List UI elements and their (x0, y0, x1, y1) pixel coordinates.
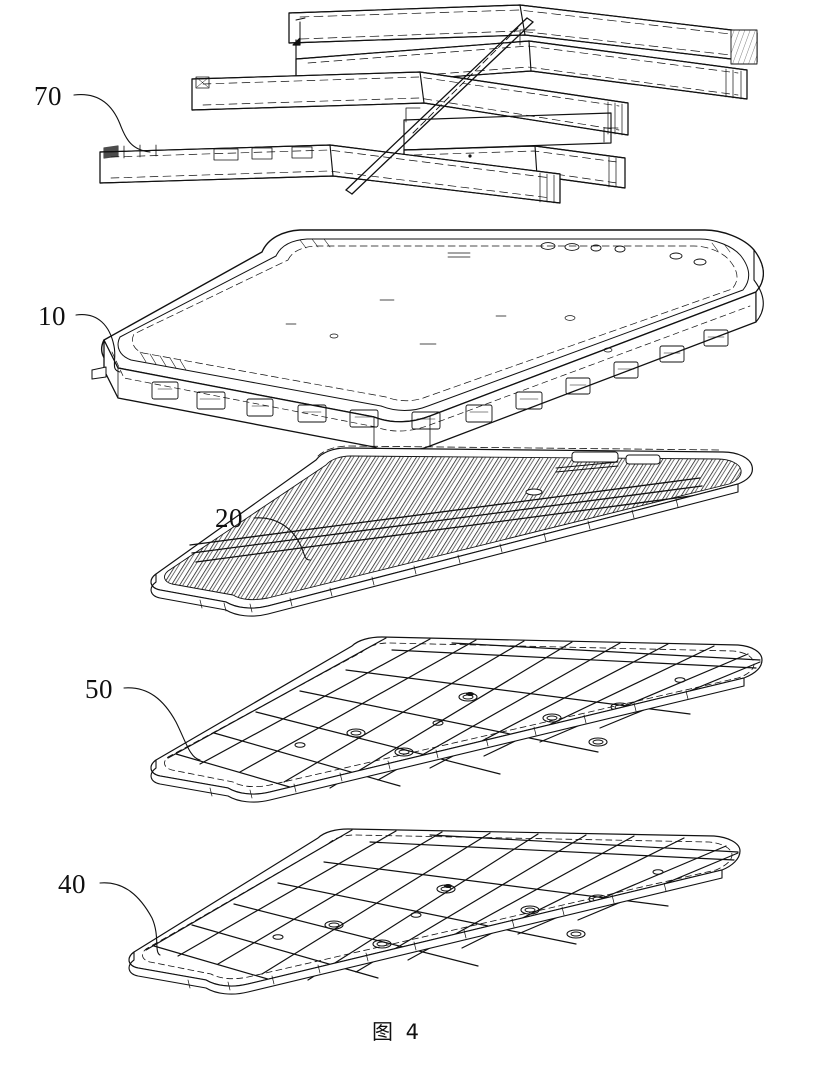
upper-lattice-inner-outline (164, 642, 755, 788)
cooling-plate-header (525, 451, 661, 496)
reference-numeral-50: 50 (85, 674, 113, 704)
reference-numeral-10: 10 (38, 301, 66, 331)
frame-rim-corner-hatch (139, 238, 731, 371)
layer-cross-beam-rail-set (99, 4, 758, 204)
cooling-plate-lip-ticks (199, 498, 679, 613)
frame-interior-marks (285, 299, 613, 353)
frame-rear-slots (447, 242, 707, 266)
reference-numeral-70: 70 (34, 81, 62, 111)
cooling-plate-front-lip (150, 483, 739, 617)
leader-70 (73, 93, 151, 153)
layer-upper-lattice-plate (150, 636, 763, 803)
figure-caption: 图 4 (372, 1020, 423, 1044)
leader-10 (75, 314, 121, 373)
upper-lattice-lip-ticks (209, 690, 689, 799)
rail-third-left (191, 71, 629, 136)
leader-20 (253, 517, 311, 561)
diagonal-tie-bar (345, 17, 534, 195)
cooling-plate-center-bars (189, 477, 707, 563)
lower-lattice-cell-marks (272, 869, 664, 949)
frame-front-boss-marks (157, 336, 725, 420)
frame-front-wall-lines (117, 291, 757, 448)
reference-numeral-20: 20 (215, 503, 243, 533)
rail-top-right (288, 4, 758, 65)
frame-rear-right-wall (753, 249, 764, 323)
reference-numeral-40: 40 (58, 869, 86, 899)
lower-lattice-inner-outline (142, 834, 733, 980)
layer-lower-lattice-plate (128, 828, 741, 995)
layer-outer-frame (91, 229, 764, 453)
layer-corrugated-cooling-plate (150, 445, 753, 617)
upper-lattice-ribs-b (175, 642, 761, 791)
rail-connector-details (405, 29, 619, 158)
cooling-plate-rear-edge (317, 445, 723, 457)
frame-left-port (91, 366, 107, 380)
frame-inner-rim-top (117, 238, 750, 411)
diagonal-tie-bar-2 (412, 27, 519, 134)
rail-middle-right (292, 37, 748, 100)
leader-50 (123, 687, 201, 761)
leader-40 (99, 882, 161, 956)
rail-bottom-left (99, 144, 561, 204)
frame-front-bosses (151, 329, 729, 430)
reference-leader-lines (73, 93, 311, 956)
lower-lattice-lip-ticks (187, 882, 667, 991)
upper-lattice-cell-marks (294, 677, 686, 757)
